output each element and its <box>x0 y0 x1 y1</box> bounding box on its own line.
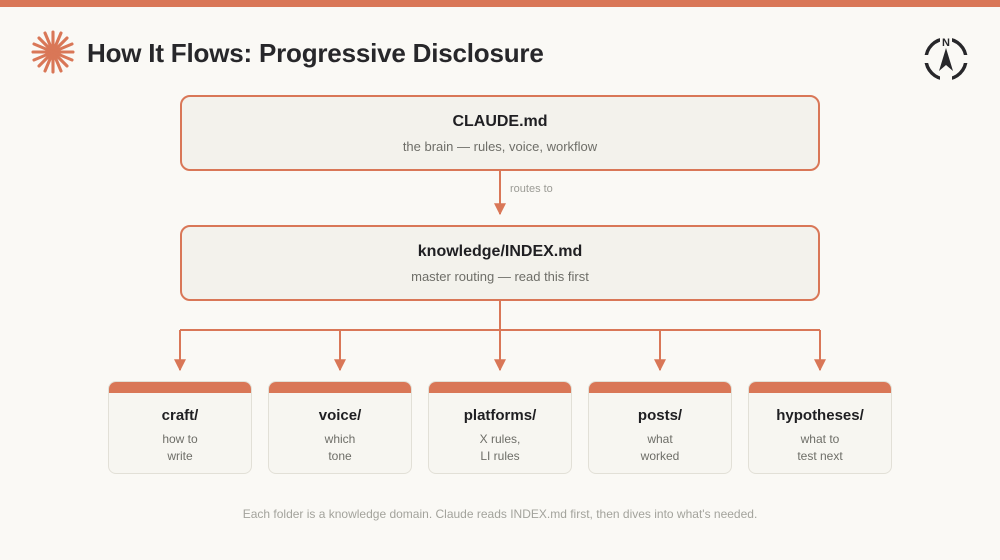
leaf-title: voice/ <box>318 407 362 424</box>
node-subtitle: master routing — read this first <box>411 268 589 284</box>
node-title: knowledge/INDEX.md <box>417 242 583 260</box>
leaf-description: what worked <box>640 432 680 463</box>
leaf-accent-bar <box>109 382 251 393</box>
leaf-title: hypotheses/ <box>776 407 864 424</box>
top-accent-bar <box>0 0 1000 7</box>
leaf-title: posts/ <box>637 407 683 424</box>
starburst-asterisk-icon <box>30 29 76 75</box>
leaf-title: craft/ <box>161 407 199 424</box>
leaf-card-platforms[interactable]: platforms/ X rules, LI rules <box>428 381 572 474</box>
leaf-description: which tone <box>324 432 356 463</box>
leaf-accent-bar <box>589 382 731 393</box>
leaf-title: platforms/ <box>463 407 537 424</box>
leaf-description: X rules, LI rules <box>479 432 521 463</box>
leaf-card-posts[interactable]: posts/ what worked <box>588 381 732 474</box>
leaf-accent-bar <box>749 382 891 393</box>
node-subtitle: the brain — rules, voice, workflow <box>402 138 598 154</box>
node-knowledge-index-md[interactable]: knowledge/INDEX.md master routing — read… <box>180 225 820 301</box>
node-claude-md[interactable]: CLAUDE.md the brain — rules, voice, work… <box>180 95 820 171</box>
leaf-card-voice[interactable]: voice/ which tone <box>268 381 412 474</box>
leaf-card-hypotheses[interactable]: hypotheses/ what to test next <box>748 381 892 474</box>
node-title: CLAUDE.md <box>452 112 548 130</box>
compass-north-icon: N <box>920 33 972 85</box>
page-title: How It Flows: Progressive Disclosure <box>87 38 544 68</box>
leaf-accent-bar <box>429 382 571 393</box>
edge-label-routes-to: routes to <box>510 183 553 195</box>
page-header: How It Flows: Progressive Disclosure N <box>0 7 1000 92</box>
leaf-description: what to test next <box>797 432 843 463</box>
compass-north-letter: N <box>942 37 950 49</box>
leaf-card-craft[interactable]: craft/ how to write <box>108 381 252 474</box>
footer-caption: Each folder is a knowledge domain. Claud… <box>242 507 758 521</box>
leaf-accent-bar <box>269 382 411 393</box>
leaf-description: how to write <box>162 432 198 463</box>
